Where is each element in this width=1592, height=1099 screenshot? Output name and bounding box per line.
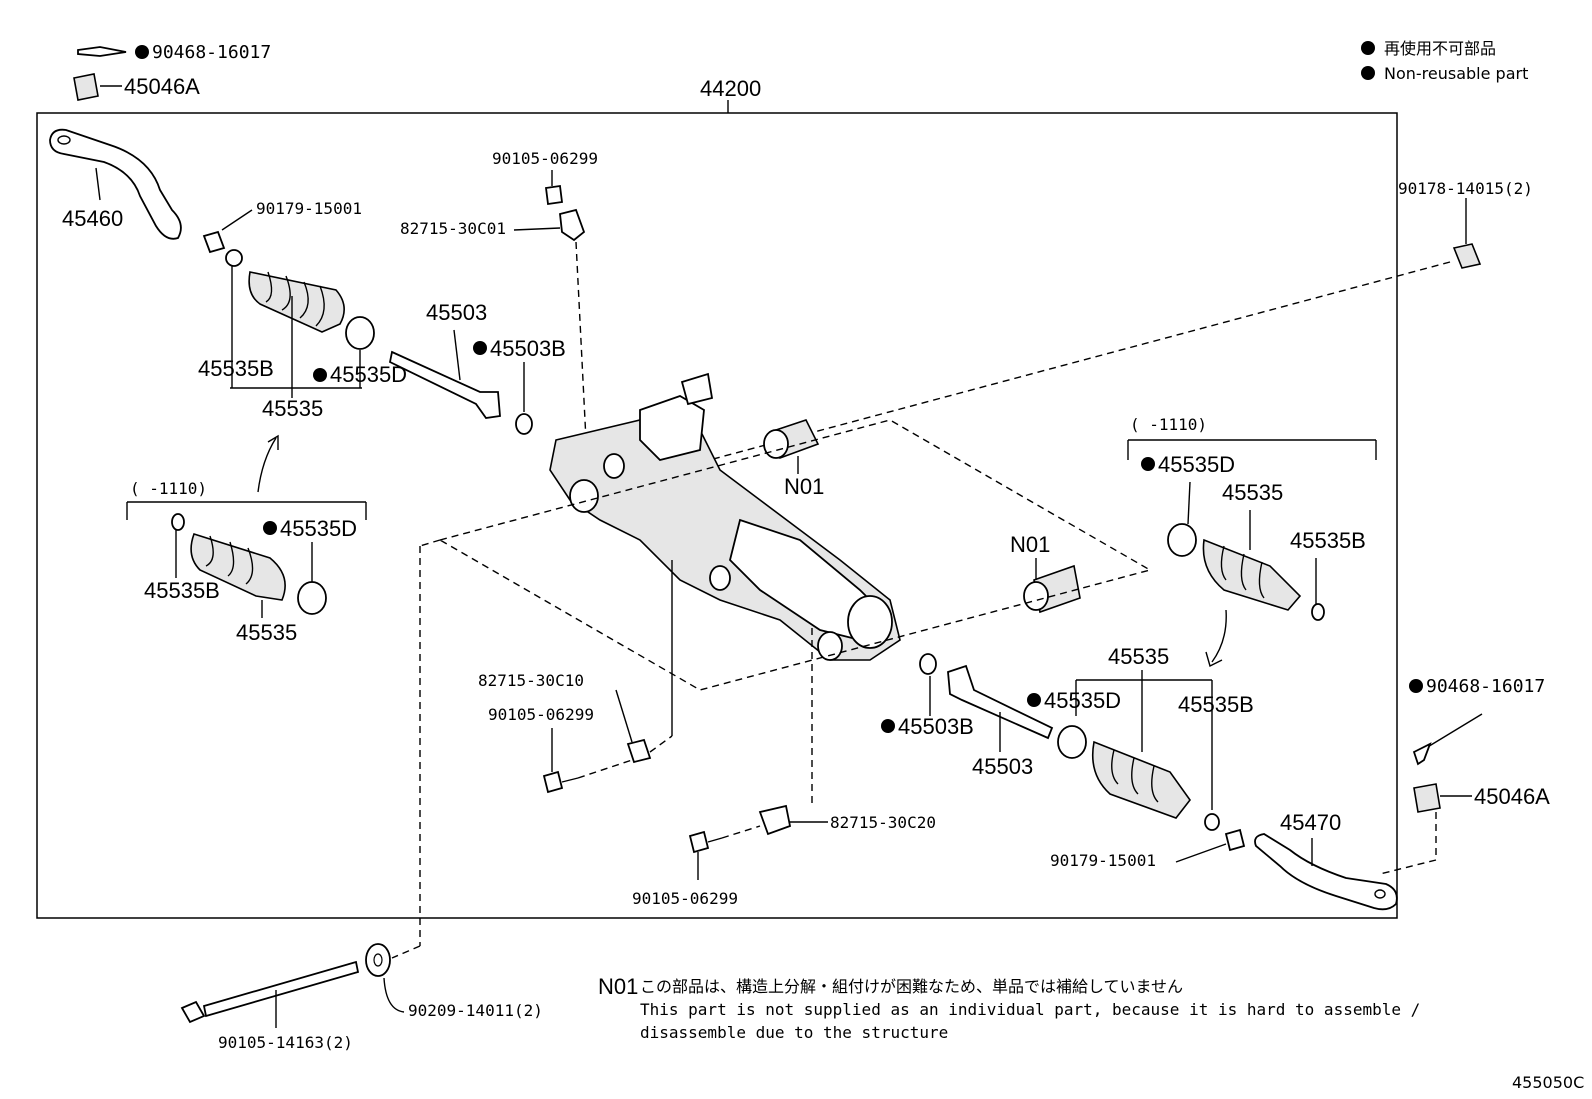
- note-code: N01: [598, 974, 638, 999]
- label-bolt-top: 90105-06299: [492, 149, 598, 168]
- legend-en: Non-reusable part: [1384, 64, 1528, 83]
- note-en-line1: This part is not supplied as an individu…: [640, 1000, 1420, 1019]
- label-rack-end-right: 45503: [972, 754, 1033, 779]
- bushing-n01-upper: N01: [763, 419, 824, 499]
- label-clamp-d-right: 45535D: [1158, 452, 1235, 477]
- non-reusable-bullet-icon: [135, 45, 149, 59]
- non-reusable-bullet-icon: [1141, 457, 1155, 471]
- label-bracket-c10: 82715-30C10: [478, 671, 584, 690]
- top-bracket-group: 90105-06299 82715-30C01: [400, 149, 598, 441]
- cotter-pin-right: 90468-16017: [1409, 676, 1545, 766]
- note-n01: N01 この部品は、構造上分解・組付けが困難なため、単品では補給していません T…: [598, 974, 1420, 1042]
- figure-code: 455050C: [1512, 1073, 1584, 1092]
- label-tie-rod-end-left: 45460: [62, 206, 123, 231]
- bracket-c10-group: 82715-30C10 90105-06299: [478, 671, 673, 794]
- assembly-frame: [36, 112, 1398, 919]
- boot-right-alt: ( -1110) 45535D 45535 45535B: [1127, 415, 1377, 668]
- label-bracket-c20: 82715-30C20: [830, 813, 936, 832]
- label-nut-left: 45046A: [124, 74, 200, 99]
- label-clip-b-left: 45535B: [198, 356, 274, 381]
- label-washer-big: 90209-14011(2): [408, 1001, 543, 1020]
- label-clip-b-right: 45535B: [1290, 528, 1366, 553]
- non-reusable-bullet-icon: [1409, 679, 1423, 693]
- non-reusable-bullet-icon: [1361, 41, 1375, 55]
- rack-end-right: 45503B 45503: [881, 653, 1054, 779]
- label-jam-nut-right: 90179-15001: [1050, 851, 1156, 870]
- label-clip-b-right-lower: 45535B: [1178, 692, 1254, 717]
- non-reusable-bullet-icon: [1361, 66, 1375, 80]
- label-cotter-pin-right: 90468-16017: [1426, 676, 1545, 697]
- cotter-pin-left: 90468-16017: [77, 42, 271, 63]
- label-jam-nut-left: 90179-15001: [256, 199, 362, 218]
- boot-left: 45535B 45535 45535D: [198, 249, 407, 421]
- non-reusable-bullet-icon: [313, 368, 327, 382]
- bushing-n01-middle: N01: [1010, 532, 1081, 614]
- castle-nut-right: 45046A: [1379, 783, 1550, 875]
- tie-rod-end-right: 45470: [1254, 810, 1398, 911]
- non-reusable-bullet-icon: [473, 341, 487, 355]
- jam-nut-right: 90179-15001: [1050, 828, 1246, 870]
- label-nut-right: 45046A: [1474, 784, 1550, 809]
- label-boot-left: 45535: [262, 396, 323, 421]
- label-bolt-c20: 90105-06299: [632, 889, 738, 908]
- rack-end-left: 45503 45503B: [388, 300, 566, 435]
- bracket-c20-group: 82715-30C20 90105-06299: [632, 628, 936, 908]
- long-bolt-group: 90105-14163(2) 90209-14011(2): [180, 943, 543, 1052]
- note-jp: この部品は、構造上分解・組付けが困難なため、単品では補給していません: [640, 977, 1183, 996]
- non-reusable-bullet-icon: [263, 521, 277, 535]
- label-n01-middle: N01: [1010, 532, 1050, 557]
- label-clamp-d-right-lower: 45535D: [1044, 688, 1121, 713]
- boot-right: 45535 45535D 45535B: [1027, 644, 1254, 831]
- label-washer-b-right: 45503B: [898, 714, 974, 739]
- castle-nut-left: 45046A: [73, 73, 200, 101]
- label-clamp-d-left-alt: 45535D: [280, 516, 357, 541]
- label-boot-left-alt: 45535: [236, 620, 297, 645]
- note-en-line2: disassemble due to the structure: [640, 1023, 948, 1042]
- jam-nut-left: 90179-15001: [202, 199, 362, 254]
- legend: 再使用不可部品 Non-reusable part: [1361, 39, 1528, 83]
- boot-left-alt: ( -1110) 45535B 45535D 45535: [126, 434, 367, 645]
- steering-gear-housing: [549, 372, 901, 736]
- label-clip-b-left-alt: 45535B: [144, 578, 220, 603]
- label-range-right: ( -1110): [1130, 415, 1207, 434]
- tie-rod-end-left: 45460: [49, 128, 182, 240]
- legend-jp: 再使用不可部品: [1384, 39, 1496, 58]
- non-reusable-bullet-icon: [1027, 693, 1041, 707]
- label-washer-b-left: 45503B: [490, 336, 566, 361]
- label-boot-right-lower: 45535: [1108, 644, 1169, 669]
- label-range-left: ( -1110): [130, 479, 207, 498]
- label-rack-end-left: 45503: [426, 300, 487, 325]
- label-bracket-top: 82715-30C01: [400, 219, 506, 238]
- non-reusable-bullet-icon: [881, 719, 895, 733]
- label-bolt-c10: 90105-06299: [488, 705, 594, 724]
- label-n01-upper: N01: [784, 474, 824, 499]
- assembly-number: 44200: [700, 76, 761, 101]
- label-cotter-pin-left: 90468-16017: [152, 42, 271, 63]
- label-tie-rod-end-right: 45470: [1280, 810, 1341, 835]
- label-clamp-d-left: 45535D: [330, 362, 407, 387]
- label-boot-right: 45535: [1222, 480, 1283, 505]
- label-long-bolt: 90105-14163(2): [218, 1033, 353, 1052]
- grommet-right: 90178-14015(2): [701, 179, 1533, 463]
- label-grommet-right: 90178-14015(2): [1398, 179, 1533, 198]
